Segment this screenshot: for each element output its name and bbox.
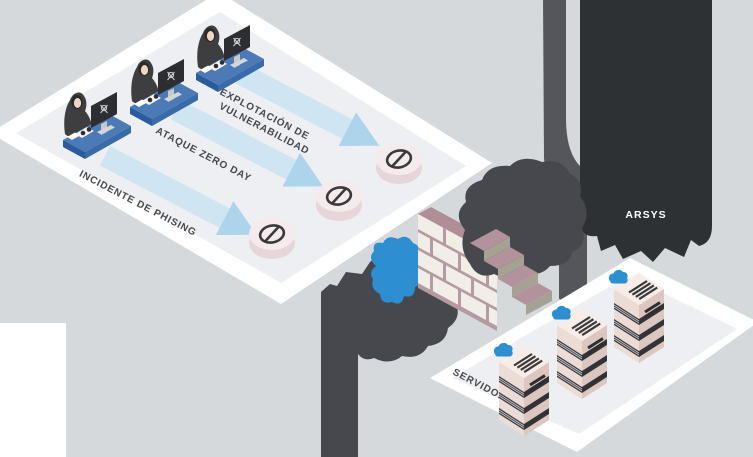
arsys-tower: ARSYS bbox=[580, 0, 712, 262]
server-icon bbox=[551, 305, 607, 399]
monitor-base bbox=[230, 58, 248, 68]
hacker-workstation bbox=[63, 92, 131, 159]
desk-top bbox=[196, 47, 264, 85]
desk-side bbox=[85, 126, 131, 159]
server-cloud-icon bbox=[608, 269, 628, 284]
desk-top bbox=[130, 81, 198, 119]
hacker-hand bbox=[86, 127, 92, 132]
skull-icon bbox=[233, 37, 241, 47]
arrow-head bbox=[282, 152, 324, 187]
blocked-icon bbox=[316, 180, 362, 221]
desk-front bbox=[130, 107, 152, 126]
skull-icon bbox=[167, 71, 175, 81]
desk-top bbox=[63, 114, 131, 152]
desk-front bbox=[63, 140, 85, 159]
firewall-steps bbox=[470, 229, 552, 315]
server-top-vent bbox=[513, 353, 543, 374]
arrow-shaft bbox=[170, 99, 297, 180]
hacker-hand bbox=[219, 60, 225, 65]
attackers-platform: INCIDENTE DE PHISING ATAQUE ZERO DAY EXP… bbox=[0, 0, 492, 304]
server-top-vent bbox=[628, 280, 658, 301]
background-notch bbox=[0, 323, 66, 457]
desk-front bbox=[196, 73, 218, 92]
blocked-tokens bbox=[249, 143, 422, 259]
hacker-hand bbox=[80, 130, 86, 136]
arrow-shaft bbox=[235, 64, 353, 139]
blocked-icon bbox=[376, 143, 422, 184]
server-side-vents bbox=[644, 301, 661, 319]
desk-side bbox=[218, 59, 264, 92]
hacker-face bbox=[73, 98, 82, 108]
hacker-workstation bbox=[196, 25, 264, 92]
monitor-icon bbox=[158, 59, 184, 102]
hacker-workstations bbox=[63, 25, 264, 159]
hacker-workstation bbox=[130, 59, 198, 126]
servers-platform: SERVIDORES WEB bbox=[430, 258, 753, 452]
hacker-face bbox=[206, 31, 215, 41]
skull-icon bbox=[100, 104, 108, 114]
server-icon bbox=[493, 342, 549, 436]
smoke-blob-left-icon bbox=[321, 256, 460, 457]
server-side-vents bbox=[529, 374, 546, 392]
arrow-head bbox=[338, 112, 380, 147]
hacker-icon bbox=[131, 59, 159, 105]
blocked-icon bbox=[249, 218, 295, 259]
hacker-icon bbox=[197, 25, 225, 71]
hacker-hand bbox=[147, 97, 153, 103]
cloud-icon bbox=[370, 236, 425, 304]
monitor-back bbox=[224, 25, 250, 61]
arrow-shaft bbox=[99, 146, 230, 228]
server-icon bbox=[608, 269, 664, 363]
monitor-back bbox=[91, 92, 117, 128]
desk-side bbox=[152, 93, 198, 126]
arsys-tower-shape bbox=[580, 0, 712, 262]
monitor-back bbox=[158, 59, 184, 95]
monitor-icon bbox=[91, 92, 117, 135]
hacker-face bbox=[140, 65, 149, 75]
hacker-hand bbox=[213, 63, 219, 69]
arrow-head bbox=[215, 201, 257, 235]
hacker-icon bbox=[64, 92, 92, 138]
monitor-base bbox=[164, 92, 182, 102]
arsys-label: ARSYS bbox=[625, 209, 666, 221]
hacker-hand bbox=[153, 94, 159, 99]
server-cloud-icon bbox=[493, 342, 513, 357]
server-top-vent bbox=[571, 316, 601, 337]
server-slats bbox=[556, 339, 607, 393]
monitor-base bbox=[97, 125, 115, 135]
monitor-icon bbox=[224, 25, 250, 68]
server-side-vents bbox=[587, 337, 604, 355]
server-cloud-icon bbox=[551, 305, 571, 320]
